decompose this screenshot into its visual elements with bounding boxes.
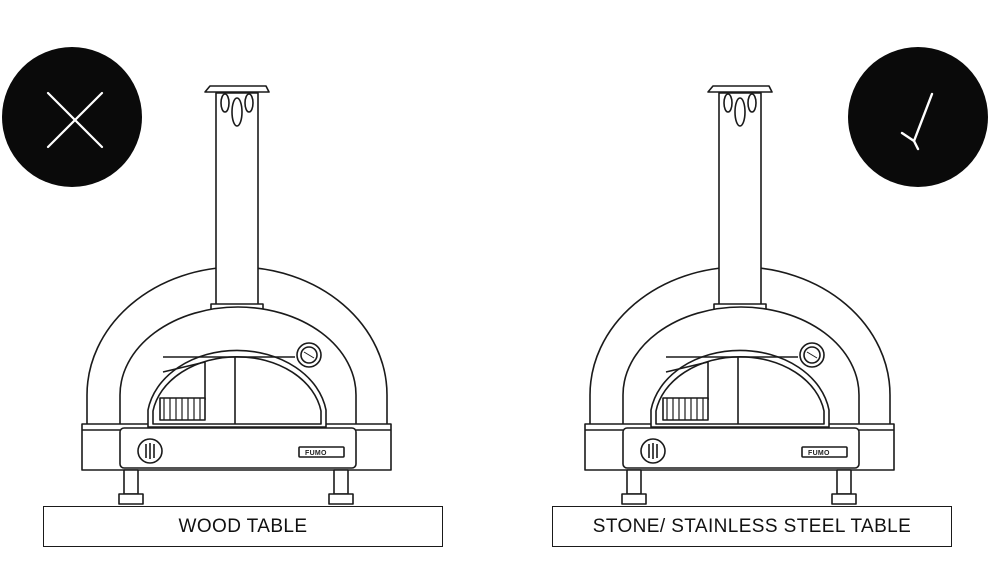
incorrect-badge (2, 47, 142, 187)
check-icon (900, 92, 934, 151)
correct-badge (848, 47, 988, 187)
oven-brand-text: FUMO (808, 450, 830, 457)
table-label: WOOD TABLE (178, 515, 308, 537)
pizza-oven: FUMO (584, 85, 895, 505)
oven-brand-text: FUMO (305, 450, 327, 457)
stone-steel-table: STONE/ STAINLESS STEEL TABLE (552, 506, 952, 547)
panel-stone-steel-table: FUMO STONE/ STAINLESS STEEL TABLE (500, 0, 1000, 566)
pizza-oven: FUMO (81, 85, 392, 505)
wood-table: WOOD TABLE (43, 506, 443, 547)
cross-icon (46, 91, 104, 149)
table-label: STONE/ STAINLESS STEEL TABLE (592, 515, 912, 537)
panel-wood-table: FUMO WOOD TABLE (2, 47, 443, 547)
